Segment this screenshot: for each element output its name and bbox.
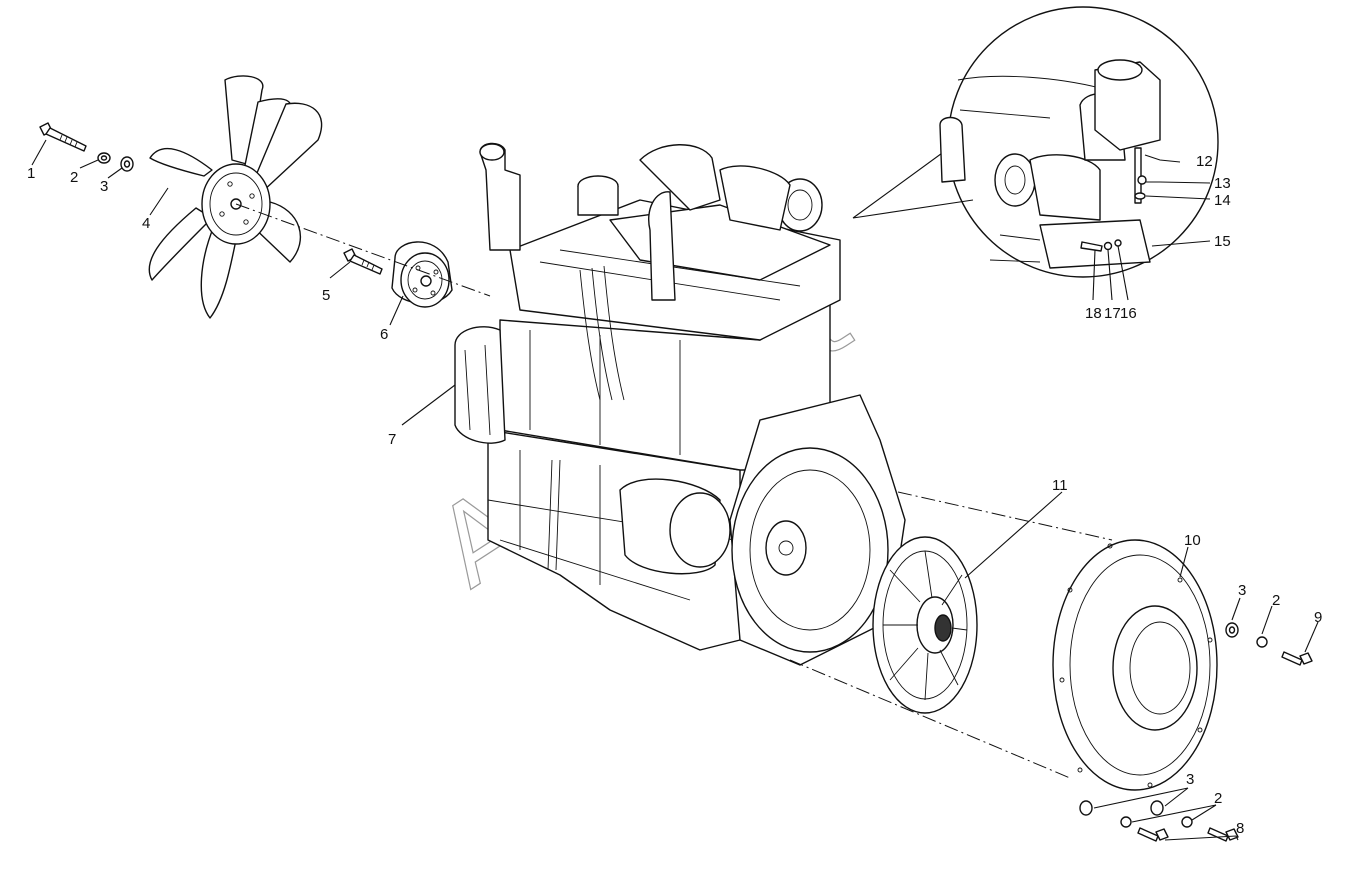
part-engine-7 xyxy=(454,142,906,666)
callout-4: 4 xyxy=(142,215,150,232)
callout-6: 6 xyxy=(380,326,388,343)
callout-18: 18 xyxy=(1085,305,1102,322)
assembly-axis-upper xyxy=(897,491,1113,541)
part-bolt-1 xyxy=(39,122,87,152)
callout-15: 15 xyxy=(1214,233,1231,250)
part-cover-10 xyxy=(1052,539,1218,791)
callout-2b: 2 xyxy=(1272,592,1280,609)
callout-10: 10 xyxy=(1184,532,1201,549)
callout-17: 17 xyxy=(1104,305,1121,322)
leader-lines xyxy=(31,139,1319,841)
part-nut-2 xyxy=(97,152,111,164)
part-bolt-5 xyxy=(343,248,383,275)
callout-1: 1 xyxy=(27,165,35,182)
hardware-cover-lower xyxy=(1079,800,1239,842)
callout-3b: 3 xyxy=(1238,582,1246,599)
hardware-cover-upper xyxy=(1225,622,1313,666)
callout-12: 12 xyxy=(1196,153,1213,170)
callout-5: 5 xyxy=(322,287,330,304)
assembly-axis-fan xyxy=(235,203,491,297)
callout-2c: 2 xyxy=(1214,790,1222,807)
callout-9: 9 xyxy=(1314,609,1322,626)
callout-8: 8 xyxy=(1236,820,1244,837)
part-washer-3 xyxy=(120,156,134,172)
callout-13: 13 xyxy=(1214,175,1231,192)
callout-2: 2 xyxy=(70,169,78,186)
callout-3: 3 xyxy=(100,178,108,195)
part-fan-4 xyxy=(148,75,323,319)
callout-11: 11 xyxy=(1052,477,1068,494)
assembly-axis-lower xyxy=(789,659,1071,779)
callout-7: 7 xyxy=(388,431,396,448)
part-pulley-6 xyxy=(391,241,453,308)
callout-3c: 3 xyxy=(1186,771,1194,788)
detail-inset xyxy=(852,6,1219,278)
callout-labels: 1 2 3 4 5 6 7 11 10 3 2 9 3 2 8 12 13 14… xyxy=(27,153,1322,837)
callout-14: 14 xyxy=(1214,192,1231,209)
part-coupling-11 xyxy=(872,536,978,714)
callout-16: 16 xyxy=(1120,305,1137,322)
